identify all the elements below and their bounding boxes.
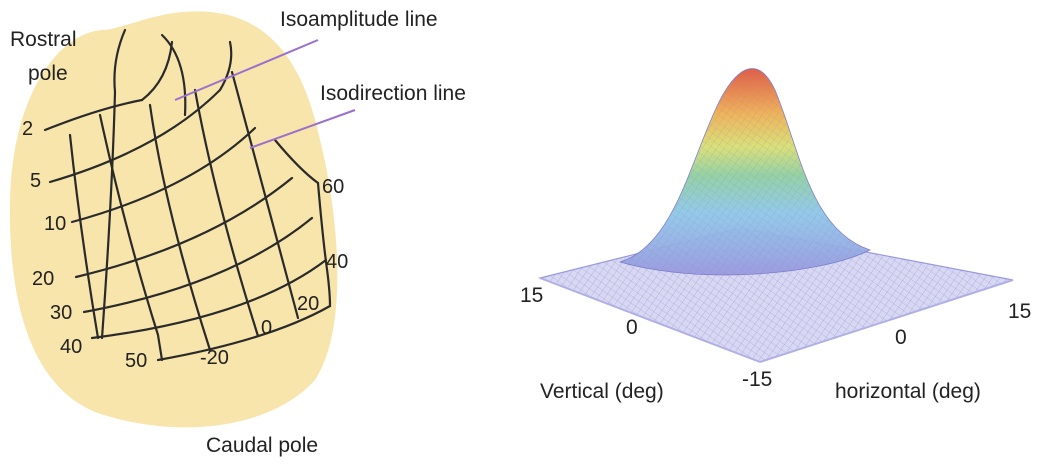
amplitude-tick-20: 20 <box>32 268 54 290</box>
direction-tick-60: 60 <box>322 176 344 198</box>
isoamplitude-line-40 <box>90 258 328 340</box>
isodirection-line-i <box>316 181 332 308</box>
rostral-pole-label-line1: Rostral <box>10 28 77 51</box>
gaussian-surface-panel: 15 0 -15 0 15 Vertical (deg) horizontal … <box>520 68 1031 403</box>
horizontal-tick-15: 15 <box>1008 300 1031 323</box>
isodirection-line-e <box>148 103 212 352</box>
isodirection-line-g <box>230 70 300 320</box>
direction-tick-20: 20 <box>297 293 319 315</box>
amplitude-tick-5: 5 <box>30 170 41 192</box>
amplitude-tick-30: 30 <box>50 302 72 324</box>
isodirection-line-c <box>68 133 100 340</box>
corner-tick-neg15: -15 <box>742 368 772 391</box>
amplitude-tick-2: 2 <box>22 118 33 140</box>
horizontal-axis-label: horizontal (deg) <box>835 380 981 403</box>
isodirection-line-d <box>98 113 164 362</box>
isoamplitude-line-2 <box>43 98 144 132</box>
vertical-tick-15: 15 <box>520 284 543 307</box>
rostral-pole-label-line2: pole <box>28 62 68 85</box>
amplitude-tick-10: 10 <box>44 213 66 235</box>
vertical-tick-0: 0 <box>626 316 638 339</box>
isoamplitude-line-30 <box>82 216 314 314</box>
caudal-pole-label: Caudal pole <box>206 434 318 457</box>
direction-tick-0: 0 <box>261 317 272 339</box>
horizontal-tick-0: 0 <box>895 326 907 349</box>
collicular-map-panel: Rostral pole Isoamplitude line Isodirect… <box>9 8 466 457</box>
amplitude-tick-40: 40 <box>60 336 82 358</box>
isodirection-pointer <box>249 109 356 149</box>
isoamplitude-pointer <box>174 39 319 101</box>
isodirection-label: Isodirection line <box>320 82 466 105</box>
gaussian-peak-mesh <box>620 68 870 275</box>
isoamplitude-line-2b <box>140 40 174 102</box>
isoamplitude-line-50 <box>156 304 332 362</box>
isoamplitude-line-10 <box>70 126 257 224</box>
isodirection-line-f <box>193 88 260 338</box>
isodirection-lines <box>68 28 332 362</box>
amplitude-tick-50: 50 <box>125 350 147 372</box>
direction-tick-neg20: -20 <box>200 347 229 369</box>
isodirection-line-h <box>273 138 320 185</box>
isoamplitude-line-20 <box>74 176 294 279</box>
vertical-axis-label: Vertical (deg) <box>540 380 664 403</box>
direction-tick-40: 40 <box>326 251 348 273</box>
surface-base-edge-front <box>539 277 1014 364</box>
isodirection-line-a <box>100 28 127 340</box>
isodirection-line-b <box>160 33 187 117</box>
isoamplitude-label: Isoamplitude line <box>280 8 438 31</box>
